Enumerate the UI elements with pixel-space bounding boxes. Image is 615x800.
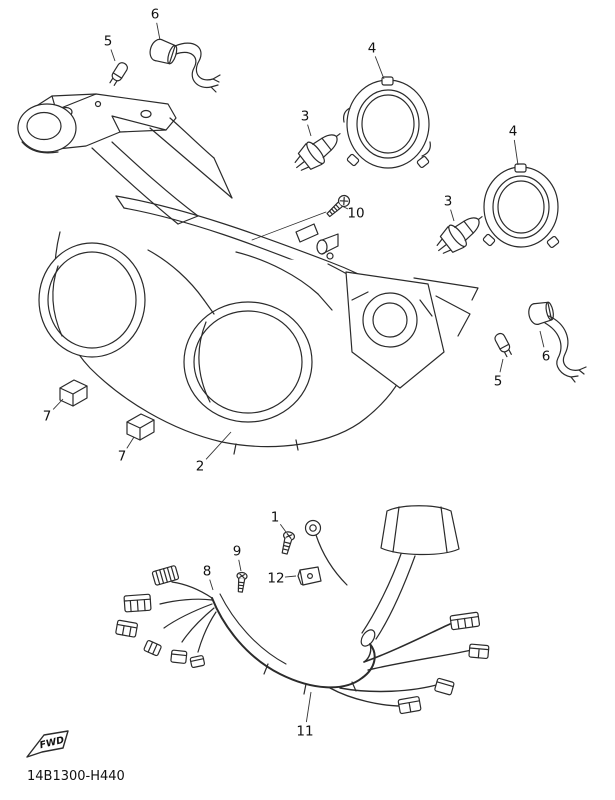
part-callout-2: 2 xyxy=(196,459,205,475)
socket-top xyxy=(149,38,221,93)
fwd-arrow xyxy=(26,730,69,758)
leader-line-7-right xyxy=(126,436,135,449)
rubber-boot xyxy=(360,505,460,647)
leader-line-6-right xyxy=(539,330,545,348)
diagram-code: 14B1300-H440 xyxy=(27,769,125,784)
part-callout-4-right: 4 xyxy=(509,124,518,140)
leader-line-11 xyxy=(305,691,312,723)
wire-harness-drawing xyxy=(115,565,490,715)
leader-line-4-left xyxy=(374,56,385,80)
part-callout-6-right: 6 xyxy=(542,349,551,365)
part-callout-8: 8 xyxy=(203,564,212,580)
part-callout-12: 12 xyxy=(267,571,284,587)
part-callout-7-right: 7 xyxy=(118,449,127,465)
part-callout-1: 1 xyxy=(271,510,280,526)
leader-line-10 xyxy=(341,205,349,210)
bulb-right xyxy=(436,216,483,254)
leader-line-4-right xyxy=(513,139,519,166)
part-callout-6-top: 6 xyxy=(151,7,160,23)
leader-line-1 xyxy=(279,523,287,533)
screw-10 xyxy=(326,194,351,218)
part-callout-3-left: 3 xyxy=(301,109,310,125)
leader-line-7-left xyxy=(52,398,64,410)
leader-line-3-left xyxy=(307,124,312,137)
leader-line-6-top xyxy=(156,22,161,41)
leader-line-5-top xyxy=(110,49,116,62)
leader-line-8 xyxy=(209,579,214,591)
part-callout-9: 9 xyxy=(233,544,242,560)
callout-layer: 6 5 4 3 4 10 3 6 5 7 7 2 1 9 8 12 11 xyxy=(43,7,551,740)
headlight-unit-drawing xyxy=(17,93,479,455)
ring-terminal xyxy=(304,519,348,586)
part-callout-11: 11 xyxy=(296,724,313,740)
leader-line-5-right xyxy=(499,358,504,373)
leader-line-9 xyxy=(238,559,242,572)
leader-line-12 xyxy=(284,575,297,578)
damper-right xyxy=(126,413,155,441)
part-callout-3-right: 3 xyxy=(444,194,453,210)
screw-1 xyxy=(281,531,296,555)
bracket-12 xyxy=(297,566,322,586)
ring-retainer-right xyxy=(482,163,560,249)
wedge-bulb-top xyxy=(109,62,128,86)
ring-retainer-left xyxy=(343,76,431,169)
wedge-bulb-right xyxy=(494,332,512,358)
screw-9 xyxy=(236,571,248,593)
damper-left xyxy=(59,379,88,407)
part-callout-4-left: 4 xyxy=(368,41,377,57)
part-callout-10: 10 xyxy=(347,206,364,222)
part-callout-5-right: 5 xyxy=(494,374,503,390)
part-callout-7-left: 7 xyxy=(43,409,52,425)
leader-line-2 xyxy=(205,431,232,460)
part-callout-5-top: 5 xyxy=(104,34,113,50)
bulb-left xyxy=(294,133,341,171)
leader-line-3-right xyxy=(450,209,455,222)
socket-right xyxy=(528,301,587,383)
